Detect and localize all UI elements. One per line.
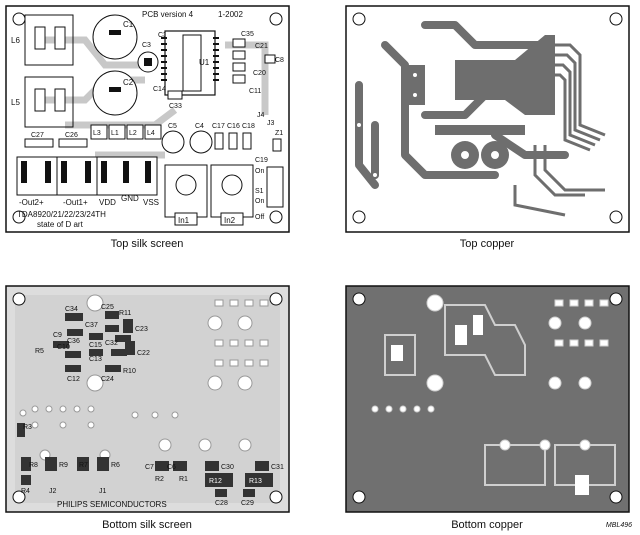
label-c24: C24 (101, 376, 114, 383)
label-r12: R12 (209, 478, 222, 485)
label-c3: C3 (142, 42, 151, 49)
label-on-1: On (255, 168, 264, 175)
label-l3: L3 (93, 130, 101, 137)
label-c33: C33 (169, 103, 182, 110)
label-j2: J2 (49, 488, 57, 495)
label-r13: R13 (249, 478, 262, 485)
label-l5: L5 (11, 98, 20, 107)
label-c15: C15 (89, 342, 102, 349)
label-c31: C31 (271, 464, 284, 471)
label-c14: C14 (153, 86, 166, 93)
label-vdd: VDD (99, 198, 116, 207)
label-r3: R3 (23, 424, 32, 431)
label-r5: R5 (35, 348, 44, 355)
label-c23: C23 (135, 326, 148, 333)
label-c28: C28 (215, 500, 228, 507)
label-z1: Z1 (275, 130, 283, 137)
label-l4: L4 (147, 130, 155, 137)
label-c6: C6 (167, 464, 176, 471)
label-c34: C34 (65, 306, 78, 313)
figure-id: MBL496 (605, 522, 632, 529)
caption-bottom-silk: Bottom silk screen (102, 519, 192, 531)
caption-bottom-copper: Bottom copper (451, 519, 523, 531)
bottom-copper-panel (345, 285, 630, 513)
manufacturer-text: PHILIPS SEMICONDUCTORS (57, 500, 167, 509)
label-in1: In1 (178, 216, 190, 225)
label-in2: In2 (224, 216, 236, 225)
label-c27: C27 (31, 132, 44, 139)
label-c11: C11 (249, 88, 261, 95)
label-r11: R11 (119, 310, 131, 317)
label-l6: L6 (11, 36, 20, 45)
label-c17: C17 (212, 123, 225, 130)
label-c1: C1 (123, 20, 134, 29)
label-gnd: GND (121, 194, 139, 203)
label-j4: J4 (257, 112, 265, 119)
label-c35: C35 (241, 31, 254, 38)
label-l2: L2 (129, 130, 137, 137)
label-r7: R7 (79, 462, 88, 469)
label-c25: C25 (101, 304, 114, 311)
bottom-silk-panel: C34 C25 R11 C37 C23 C9 C36 C32 C22 R5 C1… (5, 285, 290, 513)
label-u1: U1 (199, 58, 210, 67)
label-c10: C10 (57, 344, 70, 351)
label-j1: J1 (99, 488, 107, 495)
label-c5: C5 (168, 123, 177, 130)
label-r1: R1 (179, 476, 188, 483)
label-c20: C20 (253, 70, 266, 77)
label-c8: C8 (275, 57, 284, 64)
label-l1: L1 (111, 130, 119, 137)
label-c13: C13 (89, 356, 102, 363)
label-c9: C9 (53, 332, 62, 339)
label-r8: R8 (29, 462, 38, 469)
label-r2: R2 (155, 476, 164, 483)
label-c26: C26 (65, 132, 78, 139)
model-subtitle: state of D art (37, 220, 84, 229)
label-c4: C4 (195, 123, 204, 130)
caption-top-silk: Top silk screen (110, 238, 184, 250)
label-out2: -Out2+ (19, 198, 44, 207)
label-c7: C7 (145, 464, 154, 471)
label-off: Off (255, 214, 264, 221)
label-c29: C29 (241, 500, 254, 507)
pcb-date-text: 1-2002 (218, 10, 243, 19)
top-silk-panel: L6 L5 C1 C2 PCB version 4 1-2002 C3 C38 … (5, 5, 290, 233)
label-c32: C32 (105, 340, 118, 347)
pcb-version-text: PCB version 4 (142, 10, 194, 19)
top-copper-panel (345, 5, 630, 233)
label-j3: J3 (267, 120, 275, 127)
label-on-2: On (255, 198, 264, 205)
label-vss: VSS (143, 198, 159, 207)
model-text: TDA8920/21/22/23/24TH (17, 210, 106, 219)
label-r4: R4 (21, 488, 30, 495)
label-c37: C37 (85, 322, 98, 329)
label-c30: C30 (221, 464, 234, 471)
caption-top-copper: Top copper (459, 238, 515, 250)
label-s1: S1 (255, 188, 264, 195)
label-r9: R9 (59, 462, 68, 469)
label-r6: R6 (111, 462, 120, 469)
label-c12: C12 (67, 376, 80, 383)
label-out1: -Out1+ (63, 198, 88, 207)
label-r10: R10 (123, 368, 136, 375)
label-c22: C22 (137, 350, 150, 357)
label-c16: C16 (227, 123, 240, 130)
label-c21: C21 (255, 43, 268, 50)
label-c36: C36 (67, 338, 80, 345)
label-c19: C19 (255, 157, 268, 164)
label-c18: C18 (242, 123, 255, 130)
label-c2: C2 (123, 78, 134, 87)
